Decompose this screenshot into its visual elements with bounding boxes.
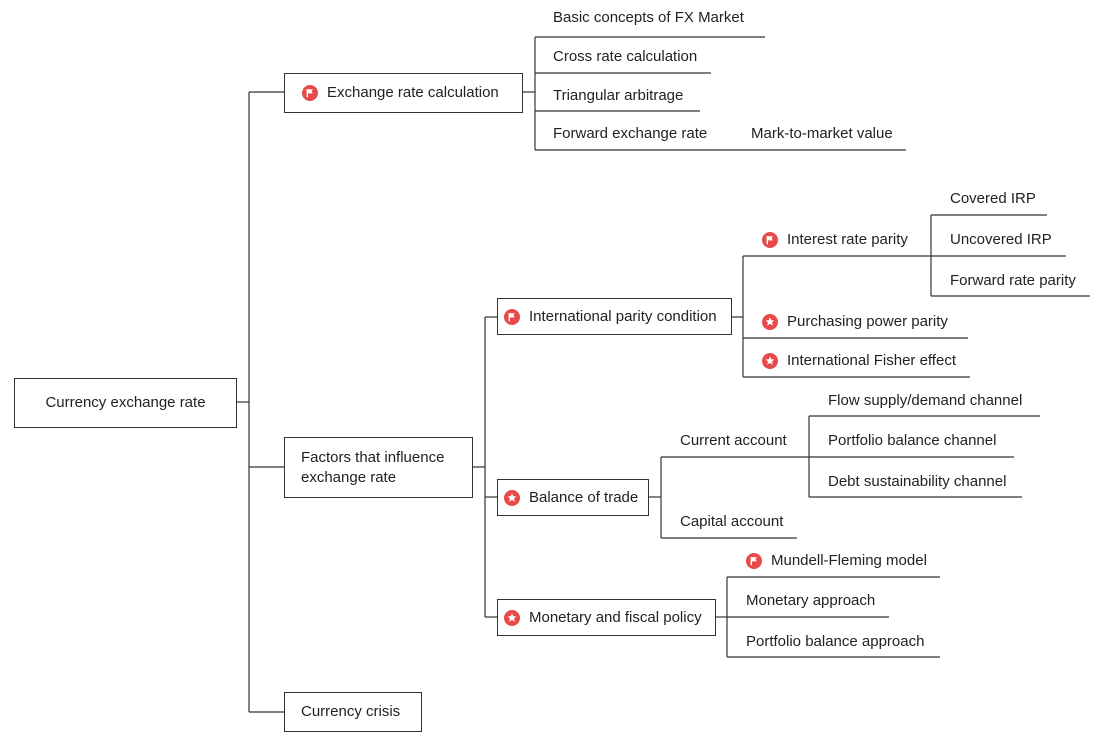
star-icon xyxy=(762,314,778,330)
mark-to-market-label[interactable]: Mark-to-market value xyxy=(751,125,893,142)
debt-sustainability-label[interactable]: Debt sustainability channel xyxy=(828,473,1007,490)
current-account-label[interactable]: Current account xyxy=(680,432,787,449)
star-icon xyxy=(504,489,520,506)
triangular-arbitrage-label[interactable]: Triangular arbitrage xyxy=(553,87,684,104)
mundell-fleming-item[interactable]: Mundell-Fleming model xyxy=(746,551,927,571)
portfolio-balance-approach-label[interactable]: Portfolio balance approach xyxy=(746,633,925,650)
factors-node[interactable]: Factors that influence exchange rate xyxy=(284,437,473,498)
mundell-fleming-label: Mundell-Fleming model xyxy=(771,552,927,569)
forward-rate-parity-label[interactable]: Forward rate parity xyxy=(950,272,1076,289)
international-parity-node[interactable]: International parity condition xyxy=(497,298,732,335)
portfolio-balance-channel-label[interactable]: Portfolio balance channel xyxy=(828,432,997,449)
purchasing-power-parity-item[interactable]: Purchasing power parity xyxy=(762,312,948,332)
balance-of-trade-label: Balance of trade xyxy=(529,488,639,506)
flag-icon xyxy=(746,553,762,569)
monetary-fiscal-node[interactable]: Monetary and fiscal policy xyxy=(497,599,716,636)
exchange-rate-calculation-label: Exchange rate calculation xyxy=(327,84,499,101)
forward-exchange-rate-label[interactable]: Forward exchange rate xyxy=(553,125,708,142)
monetary-approach-label[interactable]: Monetary approach xyxy=(746,592,876,609)
international-fisher-effect-label: International Fisher effect xyxy=(787,352,956,369)
star-icon xyxy=(762,353,778,369)
flow-supply-demand-label[interactable]: Flow supply/demand channel xyxy=(828,392,1023,409)
basic-concepts-label[interactable]: Basic concepts of FX Market xyxy=(553,9,744,26)
international-fisher-effect-item[interactable]: International Fisher effect xyxy=(762,351,956,371)
root-label: Currency exchange rate xyxy=(45,394,206,411)
flag-icon xyxy=(302,85,318,101)
flag-icon xyxy=(504,308,520,325)
cross-rate-label[interactable]: Cross rate calculation xyxy=(553,48,698,65)
monetary-fiscal-label: Monetary and fiscal policy xyxy=(529,608,702,626)
interest-rate-parity-item[interactable]: Interest rate parity xyxy=(762,230,908,250)
covered-irp-label[interactable]: Covered IRP xyxy=(950,190,1036,207)
balance-of-trade-node[interactable]: Balance of trade xyxy=(497,479,649,516)
flag-icon xyxy=(762,232,778,248)
capital-account-label[interactable]: Capital account xyxy=(680,513,784,530)
currency-crisis-node[interactable]: Currency crisis xyxy=(284,692,422,732)
uncovered-irp-label[interactable]: Uncovered IRP xyxy=(950,231,1052,248)
currency-crisis-label: Currency crisis xyxy=(301,703,401,720)
exchange-rate-calculation-node[interactable]: Exchange rate calculation xyxy=(284,73,523,113)
factors-label-line2: exchange rate xyxy=(301,468,397,486)
root-node[interactable]: Currency exchange rate xyxy=(14,378,237,428)
purchasing-power-parity-label: Purchasing power parity xyxy=(787,313,948,330)
star-icon xyxy=(504,609,520,626)
international-parity-label: International parity condition xyxy=(529,307,717,325)
factors-label-line1: Factors that influence xyxy=(301,448,445,466)
interest-rate-parity-label: Interest rate parity xyxy=(787,231,908,248)
